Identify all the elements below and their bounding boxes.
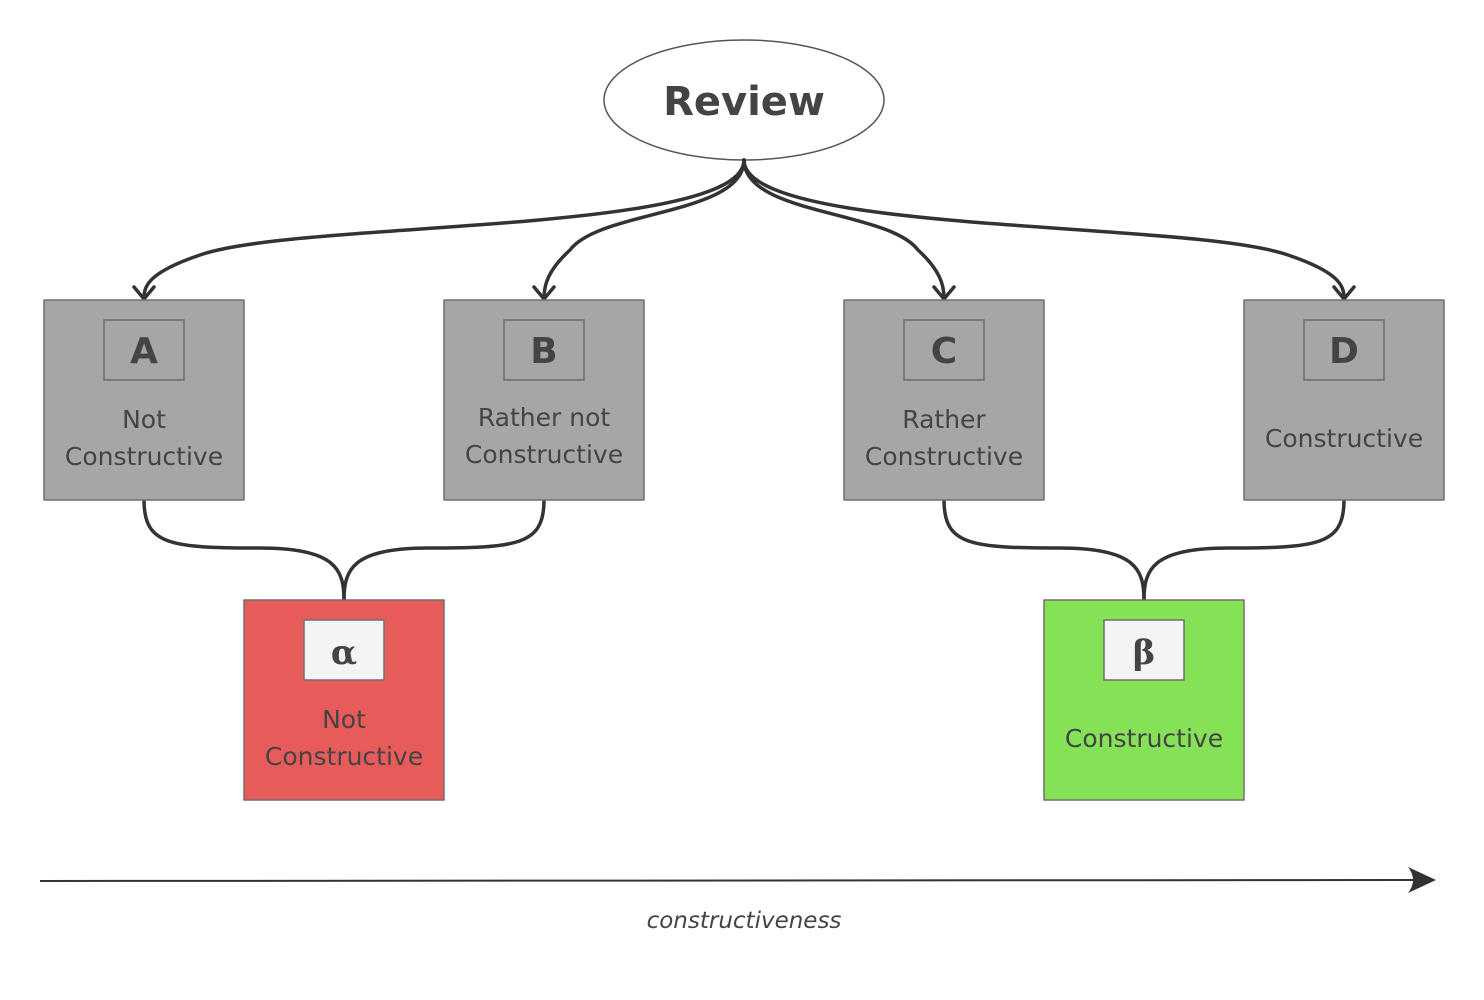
arrowhead-d xyxy=(1332,285,1356,301)
outcome-alpha: α Not Constructive xyxy=(243,599,445,801)
outcome-beta-letter-frame xyxy=(1103,619,1185,681)
box-d-label-line1: Constructive xyxy=(1265,424,1423,453)
box-a-label-line2: Constructive xyxy=(65,442,223,471)
connector-root-d xyxy=(742,158,1346,300)
box-d: D Constructive xyxy=(1243,299,1445,501)
connector-c-beta xyxy=(942,498,1146,602)
outcome-beta: β Constructive xyxy=(1043,599,1245,801)
axis-label: constructiveness xyxy=(647,908,842,934)
connector-d-beta xyxy=(1142,498,1346,602)
box-a-label-line1: Not xyxy=(122,405,166,434)
connector-root-a xyxy=(142,158,746,300)
axis-arrowhead xyxy=(1408,867,1436,893)
box-b-bg xyxy=(443,299,645,501)
connector-root-c xyxy=(742,158,946,300)
outcome-alpha-label-line1: Not xyxy=(322,705,366,734)
box-d-letter-frame xyxy=(1303,319,1385,381)
outcome-alpha-bg xyxy=(243,599,445,801)
connector-root-b xyxy=(542,158,746,300)
box-b-letter-frame xyxy=(503,319,585,381)
outcome-alpha-label-line2: Constructive xyxy=(265,742,423,771)
outcome-beta-letter: β xyxy=(1133,633,1156,673)
box-a: A Not Constructive xyxy=(43,299,245,501)
box-c-bg xyxy=(843,299,1045,501)
outcome-alpha-letter-frame xyxy=(303,619,385,681)
box-a-letter-frame xyxy=(103,319,185,381)
box-c-letter-frame xyxy=(903,319,985,381)
box-b: B Rather not Constructive xyxy=(443,299,645,501)
box-c-letter: C xyxy=(931,331,957,372)
outcome-alpha-letter: α xyxy=(331,633,357,673)
box-a-bg xyxy=(43,299,245,501)
box-c-label-line2: Constructive xyxy=(865,442,1023,471)
axis-line xyxy=(39,879,1429,882)
box-d-bg xyxy=(1243,299,1445,501)
root-title: Review xyxy=(663,79,825,125)
root-node: Review xyxy=(603,39,885,161)
connector-b-alpha xyxy=(342,498,546,602)
constructiveness-axis: constructiveness xyxy=(39,867,1436,934)
box-b-letter: B xyxy=(530,331,557,372)
arrowhead-c xyxy=(932,285,956,301)
box-a-letter: A xyxy=(130,331,158,372)
box-d-letter: D xyxy=(1329,331,1359,372)
box-b-label-line2: Constructive xyxy=(465,440,623,469)
merge-connectors xyxy=(142,498,1346,602)
arrowhead-a xyxy=(132,285,156,301)
connector-a-alpha xyxy=(142,498,346,602)
box-b-label-line1: Rather not xyxy=(478,403,611,432)
arrowhead-b xyxy=(532,285,556,301)
outcome-beta-label-line1: Constructive xyxy=(1065,724,1223,753)
box-c: C Rather Constructive xyxy=(843,299,1045,501)
root-connectors xyxy=(132,158,1356,301)
box-c-label-line1: Rather xyxy=(902,405,986,434)
